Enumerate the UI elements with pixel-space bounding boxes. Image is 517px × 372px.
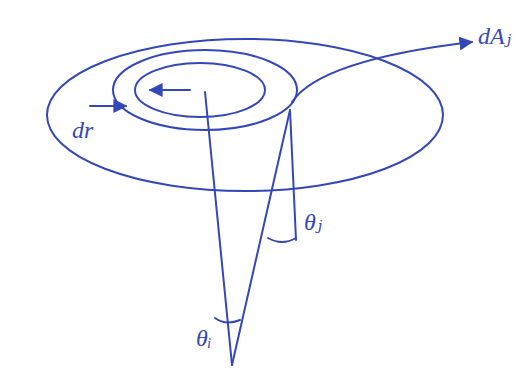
dr-arrow [90,105,126,107]
outer-disk [47,39,443,191]
angle-arc [268,238,296,242]
angle-label: θⱼ [304,210,322,234]
dr-arrow [150,89,190,91]
ray-to-element [232,110,290,365]
ring-inner-edge [135,63,265,117]
area-label: dAⱼ [478,24,511,48]
angle-arc [215,318,240,323]
ring-outer-edge [113,50,297,130]
ray-to-center [205,92,232,365]
leader-arrow [292,42,472,102]
angle-label: θᵢ [196,326,212,350]
normal-line [290,110,296,240]
width-label: dr [72,118,93,142]
